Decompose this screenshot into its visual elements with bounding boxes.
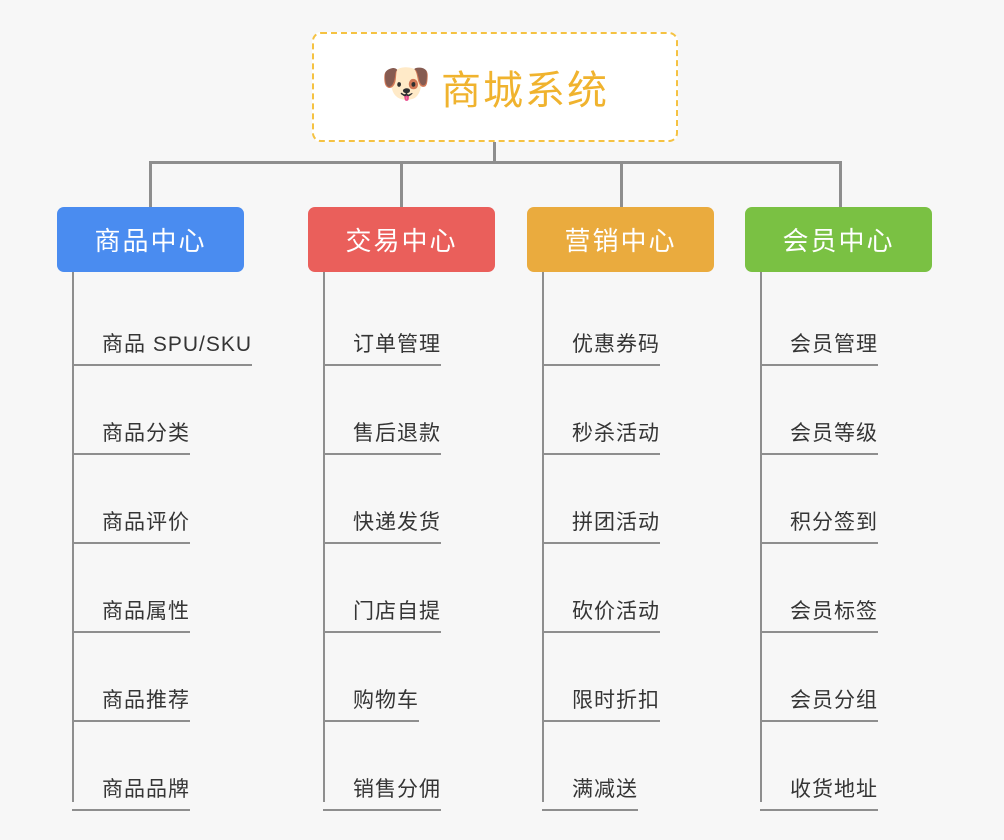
leaf-item[interactable]: 砍价活动 bbox=[542, 595, 660, 633]
leaf-item[interactable]: 会员管理 bbox=[760, 328, 878, 366]
column-trade-center: 交易中心 订单管理 售后退款 快递发货 门店自提 购物车 销售分佣 bbox=[308, 207, 495, 811]
column-spine bbox=[323, 272, 325, 802]
leaf-item[interactable]: 积分签到 bbox=[760, 506, 878, 544]
leaf-item[interactable]: 快递发货 bbox=[323, 506, 441, 544]
column-spine bbox=[760, 272, 762, 802]
column-spine bbox=[72, 272, 74, 802]
root-title: 商城系统 bbox=[441, 69, 609, 113]
leaf-item[interactable]: 购物车 bbox=[323, 684, 419, 722]
category-header-member-center[interactable]: 会员中心 bbox=[745, 207, 932, 272]
leaf-item[interactable]: 收货地址 bbox=[760, 773, 878, 811]
connector-drop-marketing-center bbox=[620, 161, 623, 207]
leaf-item[interactable]: 商品品牌 bbox=[72, 773, 190, 811]
leaf-item[interactable]: 会员等级 bbox=[760, 417, 878, 455]
shiba-dog-face-icon: 🐶 bbox=[381, 62, 431, 106]
connector-horizontal-bus bbox=[149, 161, 842, 164]
category-header-marketing-center[interactable]: 营销中心 bbox=[527, 207, 714, 272]
column-product-center: 商品中心 商品 SPU/SKU 商品分类 商品评价 商品属性 商品推荐 商品品牌 bbox=[57, 207, 253, 811]
connector-drop-product-center bbox=[149, 161, 152, 207]
column-marketing-center: 营销中心 优惠券码 秒杀活动 拼团活动 砍价活动 限时折扣 满减送 bbox=[527, 207, 714, 811]
leaf-item[interactable]: 商品推荐 bbox=[72, 684, 190, 722]
connector-drop-trade-center bbox=[400, 161, 403, 207]
category-header-trade-center[interactable]: 交易中心 bbox=[308, 207, 495, 272]
leaf-item[interactable]: 销售分佣 bbox=[323, 773, 441, 811]
connector-drop-member-center bbox=[839, 161, 842, 207]
leaf-item[interactable]: 商品分类 bbox=[72, 417, 190, 455]
leaf-item[interactable]: 限时折扣 bbox=[542, 684, 660, 722]
leaf-item[interactable]: 订单管理 bbox=[323, 328, 441, 366]
category-header-product-center[interactable]: 商品中心 bbox=[57, 207, 244, 272]
leaf-item[interactable]: 优惠券码 bbox=[542, 328, 660, 366]
leaf-item[interactable]: 会员分组 bbox=[760, 684, 878, 722]
column-spine bbox=[542, 272, 544, 802]
leaf-item[interactable]: 商品评价 bbox=[72, 506, 190, 544]
column-member-center: 会员中心 会员管理 会员等级 积分签到 会员标签 会员分组 收货地址 bbox=[745, 207, 932, 811]
leaf-item[interactable]: 拼团活动 bbox=[542, 506, 660, 544]
root-node[interactable]: 🐶 商城系统 bbox=[312, 32, 678, 142]
leaf-item[interactable]: 门店自提 bbox=[323, 595, 441, 633]
leaf-item[interactable]: 商品 SPU/SKU bbox=[72, 328, 253, 366]
leaf-item[interactable]: 售后退款 bbox=[323, 417, 441, 455]
leaf-item[interactable]: 会员标签 bbox=[760, 595, 878, 633]
leaf-item[interactable]: 满减送 bbox=[542, 773, 638, 811]
leaf-item[interactable]: 秒杀活动 bbox=[542, 417, 660, 455]
connector-root-stem bbox=[493, 142, 496, 164]
leaf-item[interactable]: 商品属性 bbox=[72, 595, 190, 633]
